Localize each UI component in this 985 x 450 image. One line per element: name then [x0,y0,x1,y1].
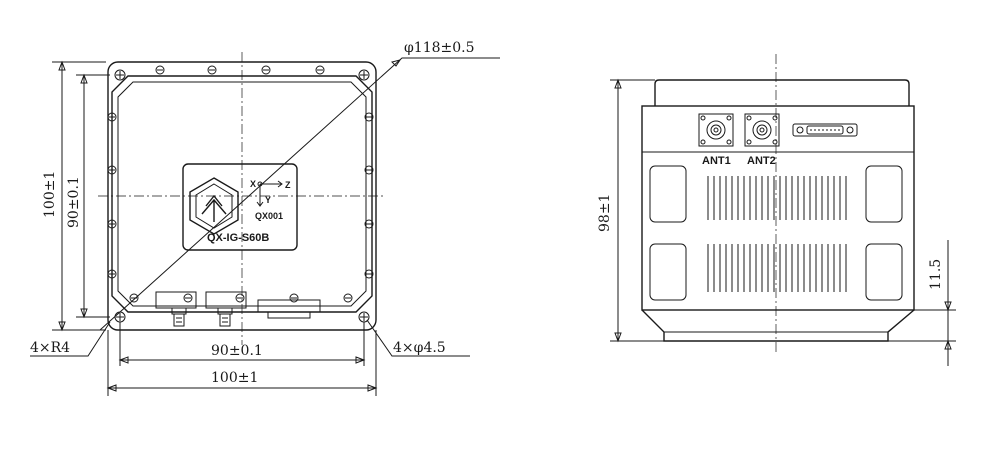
outer-height-dimension: 100±1 [42,171,58,218]
dsub-connector-icon [792,123,858,137]
outer-height-extension [52,61,106,331]
label-plate-outline [182,163,298,251]
side-body-outline [641,105,915,311]
axis-z-label: Z [285,180,291,190]
ant1-connector-icon [698,113,734,147]
hole-leader [366,319,470,357]
label-plate: X Z Y QX001 QX-IG-S60B [182,163,298,251]
outer-width-extension [107,330,377,396]
hole-dimension: 4×φ4.5 [393,340,446,356]
side-base [641,309,915,342]
housing-outline [111,75,373,313]
side-height-dimension: 98±1 [597,194,613,232]
inner-height-dimension: 90±0.1 [66,176,82,228]
inner-height-extension [76,74,110,318]
bottom-connectors [155,291,321,327]
diameter-dimension: φ118±0.5 [404,40,475,56]
housing-inner-outline [117,81,367,307]
side-vents [649,165,903,301]
ant2-connector-icon [744,113,780,147]
ant1-label: ANT1 [702,155,731,167]
model-number: QX-IG-S60B [207,232,269,244]
perimeter-screws [107,65,374,303]
axis-y-label: Y [265,195,271,205]
ant2-label: ANT2 [747,155,776,167]
axis-arrows [256,180,283,207]
front-view: X Z Y QX001 QX-IG-S60B φ118±0.5 100±1 90… [30,40,500,396]
inner-width-dimension: 90±0.1 [211,343,263,359]
center-vent-slots [707,176,847,292]
inner-width-extension [119,322,365,366]
axis-x-label: X [250,179,256,189]
corner-radius-dimension: 4×R4 [30,340,70,356]
connector-height-extension [860,240,956,366]
serial-number: QX001 [255,211,283,221]
corner-radius-leader [30,321,111,357]
side-view: ANT1 ANT2 98±1 [597,54,956,366]
side-height-extension [610,79,664,342]
connector-height-dimension: 11.5 [928,259,944,290]
outer-width-dimension: 100±1 [211,370,258,386]
diameter-leader [99,57,500,331]
brand-logo-icon [189,177,239,235]
side-top-cover [654,79,910,106]
